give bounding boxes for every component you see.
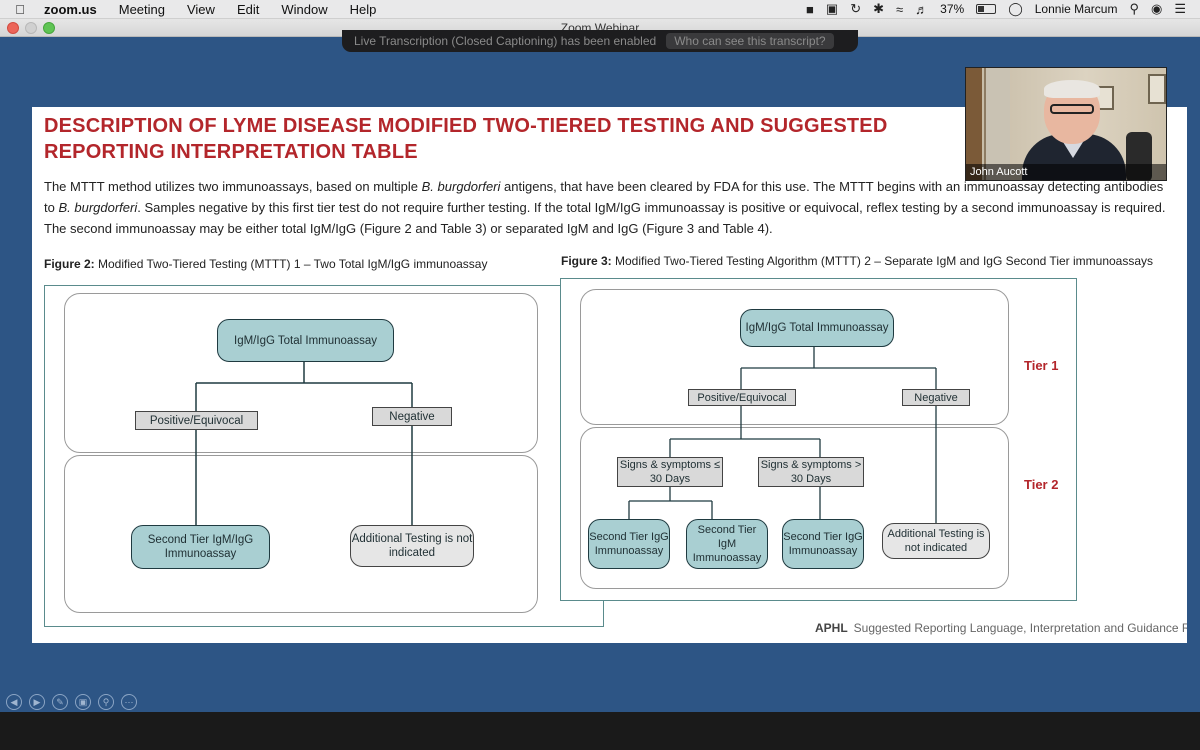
zoom-bottom-bar (0, 712, 1200, 750)
menu-meeting[interactable]: Meeting (118, 1, 165, 17)
slide-footer: APHL Suggested Reporting Language, Interp… (815, 621, 1187, 635)
screen-share-icon[interactable]: ▣ (825, 1, 839, 16)
fig2-total-immunoassay: IgM/IgG Total Immunoassay (217, 319, 394, 362)
user-name[interactable]: Lonnie Marcum (1034, 2, 1118, 16)
speaker-glasses (1050, 104, 1094, 114)
speaker-name: John Aucott (966, 164, 1166, 180)
wifi-icon[interactable]: ≈ (896, 1, 904, 17)
video-picture-frame (1148, 74, 1166, 104)
who-can-see-button[interactable]: Who can see this transcript? (666, 33, 834, 49)
menu-window[interactable]: Window (281, 1, 328, 17)
fig3-second-tier-igg-late: Second Tier IgG Immunoassay (782, 519, 864, 569)
fig3-signs-gt-30: Signs & symptoms > 30 Days (758, 457, 864, 487)
body-part: . Samples negative by this first tier te… (44, 200, 1166, 236)
fig3-total-immunoassay: IgM/IgG Total Immunoassay (740, 309, 894, 347)
maximize-window-button[interactable] (43, 22, 55, 34)
shared-slide: DESCRIPTION OF LYME DISEASE MODIFIED TWO… (32, 107, 1187, 643)
siri-icon[interactable]: ◉ (1151, 1, 1163, 16)
figure-2-caption-text: Modified Two-Tiered Testing (MTTT) 1 – T… (94, 257, 488, 271)
figure-3-caption: Figure 3: Modified Two-Tiered Testing Al… (561, 254, 1153, 268)
figure-2-connectors (195, 362, 413, 525)
footer-text: Suggested Reporting Language, Interpreta… (853, 621, 1187, 635)
menu-view[interactable]: View (186, 1, 215, 17)
bluetooth-icon[interactable]: ✱ (873, 1, 885, 16)
figure-3-caption-text: Modified Two-Tiered Testing Algorithm (M… (611, 254, 1154, 268)
banner-text: Live Transcription (Closed Captioning) h… (354, 34, 657, 48)
transcription-banner: Live Transcription (Closed Captioning) h… (342, 30, 858, 52)
menu-app-name[interactable]: zoom.us (44, 1, 97, 17)
status-area: ■ ▣ ↻ ✱ ≈ ♬ 37% ◯ Lonnie Marcum ⚲ ◉ ☰ (806, 1, 1200, 17)
body-italic: B. burgdorferi (421, 179, 501, 194)
body-part: antigens, that have been cleared by FDA … (44, 179, 1164, 215)
zoom-icon[interactable]: ⚲ (98, 694, 114, 710)
fig3-negative: Negative (902, 389, 970, 406)
fig3-signs-le-30: Signs & symptoms ≤ 30 Days (617, 457, 723, 487)
figure-2-caption: Figure 2: Modified Two-Tiered Testing (M… (44, 257, 487, 271)
fig3-second-tier-igm: Second Tier IgM Immunoassay (686, 519, 768, 569)
tier-1-label: Tier 1 (1024, 358, 1059, 373)
video-door (984, 68, 1010, 180)
window-controls (7, 22, 55, 34)
figure-2-label: Figure 2: (44, 257, 95, 271)
speaker-video[interactable]: John Aucott (965, 67, 1167, 181)
notification-center-icon[interactable]: ☰ (1174, 1, 1186, 16)
fig2-additional-testing: Additional Testing is not indicated (350, 525, 474, 567)
time-machine-icon[interactable]: ↻ (850, 1, 862, 16)
figure-3-label: Figure 3: (561, 254, 612, 268)
more-icon[interactable]: ⋯ (121, 694, 137, 710)
fig2-second-tier: Second Tier IgM/IgG Immunoassay (131, 525, 270, 569)
body-italic: B. burgdorferi (58, 200, 138, 215)
body-part: The MTTT method utilizes two immunoassay… (44, 179, 422, 194)
close-window-button[interactable] (7, 22, 19, 34)
footer-brand: APHL (815, 621, 848, 635)
menu-help[interactable]: Help (349, 1, 377, 17)
fig3-positive-equivocal: Positive/Equivocal (688, 389, 796, 406)
volume-icon[interactable]: ♬ (915, 1, 929, 17)
next-icon[interactable]: ▶ (29, 694, 45, 710)
battery-percent: 37% (940, 2, 965, 16)
search-icon[interactable]: ⚲ (1129, 1, 1139, 16)
slide-title: DESCRIPTION OF LYME DISEASE MODIFIED TWO… (44, 115, 888, 163)
slide-controls: ◀ ▶ ✎ ▣ ⚲ ⋯ (6, 694, 137, 710)
menu-edit[interactable]: Edit (236, 1, 260, 17)
pen-icon[interactable]: ✎ (52, 694, 68, 710)
slide-body: The MTTT method utilizes two immunoassay… (44, 176, 1169, 239)
zoom-icon[interactable]: ■ (806, 1, 814, 17)
presenter-icon[interactable]: ▣ (75, 694, 91, 710)
fig2-negative: Negative (372, 407, 452, 426)
mac-menubar:  zoom.us Meeting View Edit Window Help … (0, 0, 1200, 19)
previous-icon[interactable]: ◀ (6, 694, 22, 710)
speaker-hair (1044, 80, 1100, 98)
apple-icon[interactable]:  (0, 2, 40, 17)
battery-icon[interactable] (976, 4, 997, 14)
figure-3-connectors (628, 347, 937, 523)
fig3-additional-testing: Additional Testing is not indicated (882, 523, 990, 559)
fig2-positive-equivocal: Positive/Equivocal (135, 411, 258, 430)
user-icon[interactable]: ◯ (1008, 1, 1023, 16)
fig3-second-tier-igg: Second Tier IgG Immunoassay (588, 519, 670, 569)
minimize-window-button[interactable] (25, 22, 37, 34)
tier-2-label: Tier 2 (1024, 477, 1059, 492)
